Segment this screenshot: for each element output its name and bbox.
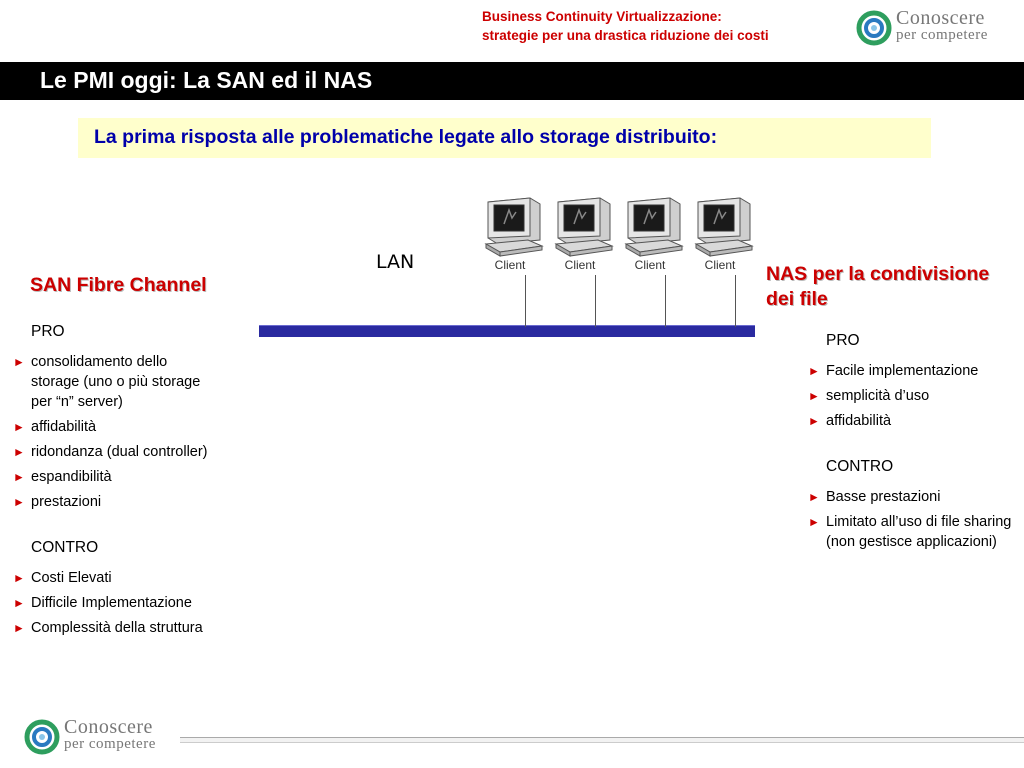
computer-icon [694,197,754,257]
computer-icon [554,197,614,257]
list-item-text: Costi Elevati [31,570,112,586]
list-item-text: consolidamento dello storage (uno o più … [31,354,201,410]
list-item: ► Facile implementazione [808,361,1013,381]
lan-label: LAN [376,251,415,273]
company-logo: Conoscere per competere [856,8,1016,48]
client-computer: Client [554,196,614,274]
list-item: ► semplicità d’uso [808,386,1013,406]
arrow-bullet-icon: ► [13,571,25,585]
footer-logo-line1: Conoscere [64,716,153,738]
list-item-text: Basse prestazioni [826,489,941,505]
arrow-bullet-icon: ► [808,515,820,529]
arrow-bullet-icon: ► [808,414,820,428]
lan-drop-line [595,275,596,327]
nas-contro-heading: CONTRO [826,458,894,475]
arrow-bullet-icon: ► [13,355,25,369]
arrow-bullet-icon: ► [808,490,820,504]
list-item: ► ridondanza (dual controller) [13,442,213,462]
arrow-bullet-icon: ► [13,495,25,509]
footer-logo-line2: per competere [64,736,156,752]
header-subtitle-line2: strategie per una drastica riduzione dei… [482,28,769,43]
client-label: Client [564,258,596,272]
arrow-bullet-icon: ► [808,389,820,403]
nas-contro-list: ► Basse prestazioni ► Limitato all’uso di f… [808,487,1013,552]
logo-swirl-icon [856,10,892,46]
list-item: ► Limitato all’uso di file sharing (non g… [808,512,1013,552]
page-title: Le PMI oggi: La SAN ed il NAS [40,67,373,93]
list-item: ► prestazioni [13,492,213,512]
san-pro-list: ► consolidamento dello storage (uno o più… [13,352,213,512]
client-computer: Client [694,196,754,274]
intro-text: La prima risposta alle problematiche leg… [94,126,718,148]
lan-drop-line [525,275,526,327]
nas-title: NAS per la condivisione dei file [766,262,1016,312]
san-list: PRO ► consolidamento dello storage (uno o… [13,322,213,643]
arrow-bullet-icon: ► [808,364,820,378]
client-label: Client [634,258,666,272]
nas-list: PRO ► Facile implementazione ► semplicità d… [808,331,1013,557]
client-computer: Client [484,196,544,274]
client-computer: Client [624,196,684,274]
arrow-bullet-icon: ► [13,445,25,459]
nas-title-text: NAS per la condivisione dei file [766,263,990,310]
client-label: Client [704,258,736,272]
list-item-text: Limitato all’uso di file sharing (non ge… [826,514,1012,550]
logo-line1: Conoscere [896,7,985,29]
logo-swirl-icon [24,719,60,755]
arrow-bullet-icon: ► [13,470,25,484]
title-bar: Le PMI oggi: La SAN ed il NAS [0,62,1024,100]
computer-icon [624,197,684,257]
arrow-bullet-icon: ► [13,596,25,610]
lan-drop-line [665,275,666,327]
list-item: ► Complessità della struttura [13,618,213,638]
header-subtitle: Business Continuity Virtualizzazione: st… [482,7,769,45]
nas-pro-heading: PRO [826,332,860,349]
intro-banner: La prima risposta alle problematiche leg… [78,118,931,158]
client-label: Client [494,258,526,272]
footer-logo-text: Conoscere per competere [64,716,156,753]
list-item: ► affidabilità [13,417,213,437]
arrow-bullet-icon: ► [13,621,25,635]
list-item-text: affidabilità [826,413,892,429]
computer-icon [484,197,544,257]
list-item-text: ridondanza (dual controller) [31,444,208,460]
lan-drop-line [735,275,736,327]
san-title: SAN Fibre Channel [30,274,207,296]
list-item: ► espandibilità [13,467,213,487]
san-pro-heading: PRO [31,323,65,340]
list-item-text: semplicità d’uso [826,388,930,404]
arrow-bullet-icon: ► [13,420,25,434]
list-item: ► Costi Elevati [13,568,213,588]
header-subtitle-line1: Business Continuity Virtualizzazione: [482,9,722,24]
san-contro-heading: CONTRO [31,539,99,556]
logo-text: Conoscere per competere [896,7,988,44]
footer-rule [180,737,1024,743]
list-item: ► Difficile Implementazione [13,593,213,613]
list-item-text: Complessità della struttura [31,620,203,636]
logo-line2: per competere [896,27,988,43]
list-item-text: Facile implementazione [826,363,979,379]
san-contro-list: ► Costi Elevati ► Difficile Implementazione… [13,568,213,638]
list-item-text: prestazioni [31,494,102,510]
footer-logo: Conoscere per competere [24,717,184,757]
list-item-text: affidabilità [31,419,97,435]
lan-bus [259,325,755,337]
list-item: ► Basse prestazioni [808,487,1013,507]
list-item-text: espandibilità [31,469,112,485]
list-item: ► affidabilità [808,411,1013,431]
list-item: ► consolidamento dello storage (uno o più… [13,352,213,412]
nas-pro-list: ► Facile implementazione ► semplicità d’uso… [808,361,1013,431]
list-item-text: Difficile Implementazione [31,595,192,611]
